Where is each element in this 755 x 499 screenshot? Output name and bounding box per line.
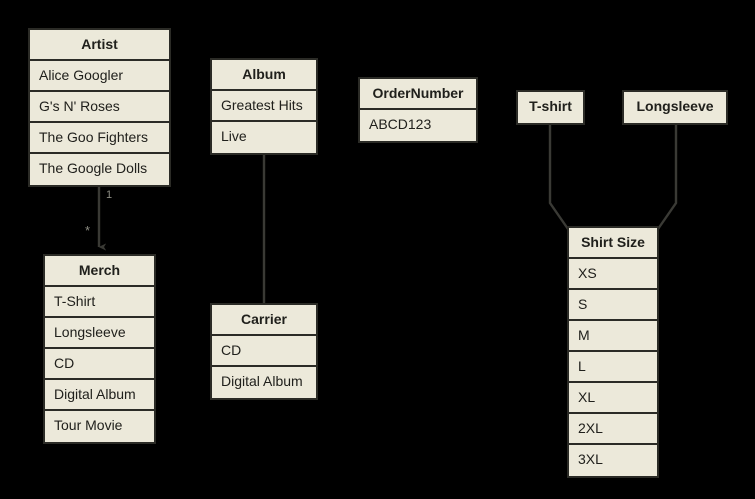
entity-shirtsize-row-6[interactable]: 3XL xyxy=(569,445,657,476)
entity-merch-row-2[interactable]: CD xyxy=(45,349,154,380)
entity-shirtsize[interactable]: Shirt Size XS S M L XL 2XL 3XL xyxy=(567,226,659,478)
entity-shirtsize-row-5[interactable]: 2XL xyxy=(569,414,657,445)
entity-shirtsize-row-4[interactable]: XL xyxy=(569,383,657,414)
entity-artist-row-3[interactable]: The Google Dolls xyxy=(30,154,169,185)
entity-carrier-row-0[interactable]: CD xyxy=(212,336,316,367)
entity-merch[interactable]: Merch T-Shirt Longsleeve CD Digital Albu… xyxy=(43,254,156,444)
entity-shirtsize-title: Shirt Size xyxy=(569,228,657,259)
entity-merch-title: Merch xyxy=(45,256,154,287)
edge-label-source-multiplicity: 1 xyxy=(106,189,113,201)
entity-longsleeve-title: Longsleeve xyxy=(624,92,726,123)
entity-artist-row-2[interactable]: The Goo Fighters xyxy=(30,123,169,154)
entity-artist[interactable]: Artist Alice Googler G's N' Roses The Go… xyxy=(28,28,171,187)
entity-longsleeve[interactable]: Longsleeve xyxy=(622,90,728,125)
connector-tshirt-shirtsize xyxy=(548,121,569,230)
entity-artist-row-1[interactable]: G's N' Roses xyxy=(30,92,169,123)
entity-album[interactable]: Album Greatest Hits Live xyxy=(210,58,318,155)
entity-album-row-0[interactable]: Greatest Hits xyxy=(212,91,316,122)
entity-tshirt-title: T-shirt xyxy=(518,92,583,123)
entity-artist-title: Artist xyxy=(30,30,169,61)
entity-ordernumber-title: OrderNumber xyxy=(360,79,476,110)
entity-merch-row-3[interactable]: Digital Album xyxy=(45,380,154,411)
entity-shirtsize-row-1[interactable]: S xyxy=(569,290,657,321)
entity-shirtsize-row-2[interactable]: M xyxy=(569,321,657,352)
entity-merch-row-0[interactable]: T-Shirt xyxy=(45,287,154,318)
entity-carrier-row-1[interactable]: Digital Album xyxy=(212,367,316,398)
connector-longsleeve-shirtsize xyxy=(657,121,678,230)
entity-artist-row-0[interactable]: Alice Googler xyxy=(30,61,169,92)
entity-carrier[interactable]: Carrier CD Digital Album xyxy=(210,303,318,400)
entity-shirtsize-row-0[interactable]: XS xyxy=(569,259,657,290)
entity-album-title: Album xyxy=(212,60,316,91)
edge-label-target-multiplicity: * xyxy=(85,223,91,238)
entity-ordernumber-row-0[interactable]: ABCD123 xyxy=(360,110,476,141)
entity-ordernumber[interactable]: OrderNumber ABCD123 xyxy=(358,77,478,143)
entity-carrier-title: Carrier xyxy=(212,305,316,336)
entity-merch-row-1[interactable]: Longsleeve xyxy=(45,318,154,349)
entity-shirtsize-row-3[interactable]: L xyxy=(569,352,657,383)
entity-merch-row-4[interactable]: Tour Movie xyxy=(45,411,154,442)
entity-album-row-1[interactable]: Live xyxy=(212,122,316,153)
entity-tshirt[interactable]: T-shirt xyxy=(516,90,585,125)
